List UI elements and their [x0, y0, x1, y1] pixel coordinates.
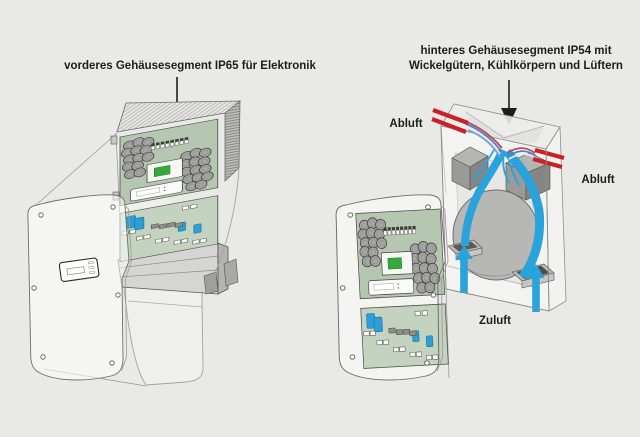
rear-housing-segment [431, 103, 567, 312]
abluft-left-label: Abluft [389, 118, 422, 130]
display-window [58, 257, 100, 282]
rear-segment-label-line1: hinteres Gehäusesegment IP54 mit [420, 45, 611, 57]
zuluft-label: Zuluft [479, 315, 511, 327]
front-segment-label: vorderes Gehäusesegment IP65 für Elektro… [64, 60, 316, 72]
heat-sink-left [451, 146, 489, 191]
front-cover-ghost [28, 195, 132, 380]
assembled-front-segment-ghost [336, 195, 448, 380]
abluft-right-label: Abluft [581, 174, 614, 186]
busbars-red [431, 108, 565, 170]
rear-segment-label-line2: Wickelgütern, Kühlkörpern und Lüftern [409, 60, 623, 72]
electronics-boards [120, 119, 218, 262]
